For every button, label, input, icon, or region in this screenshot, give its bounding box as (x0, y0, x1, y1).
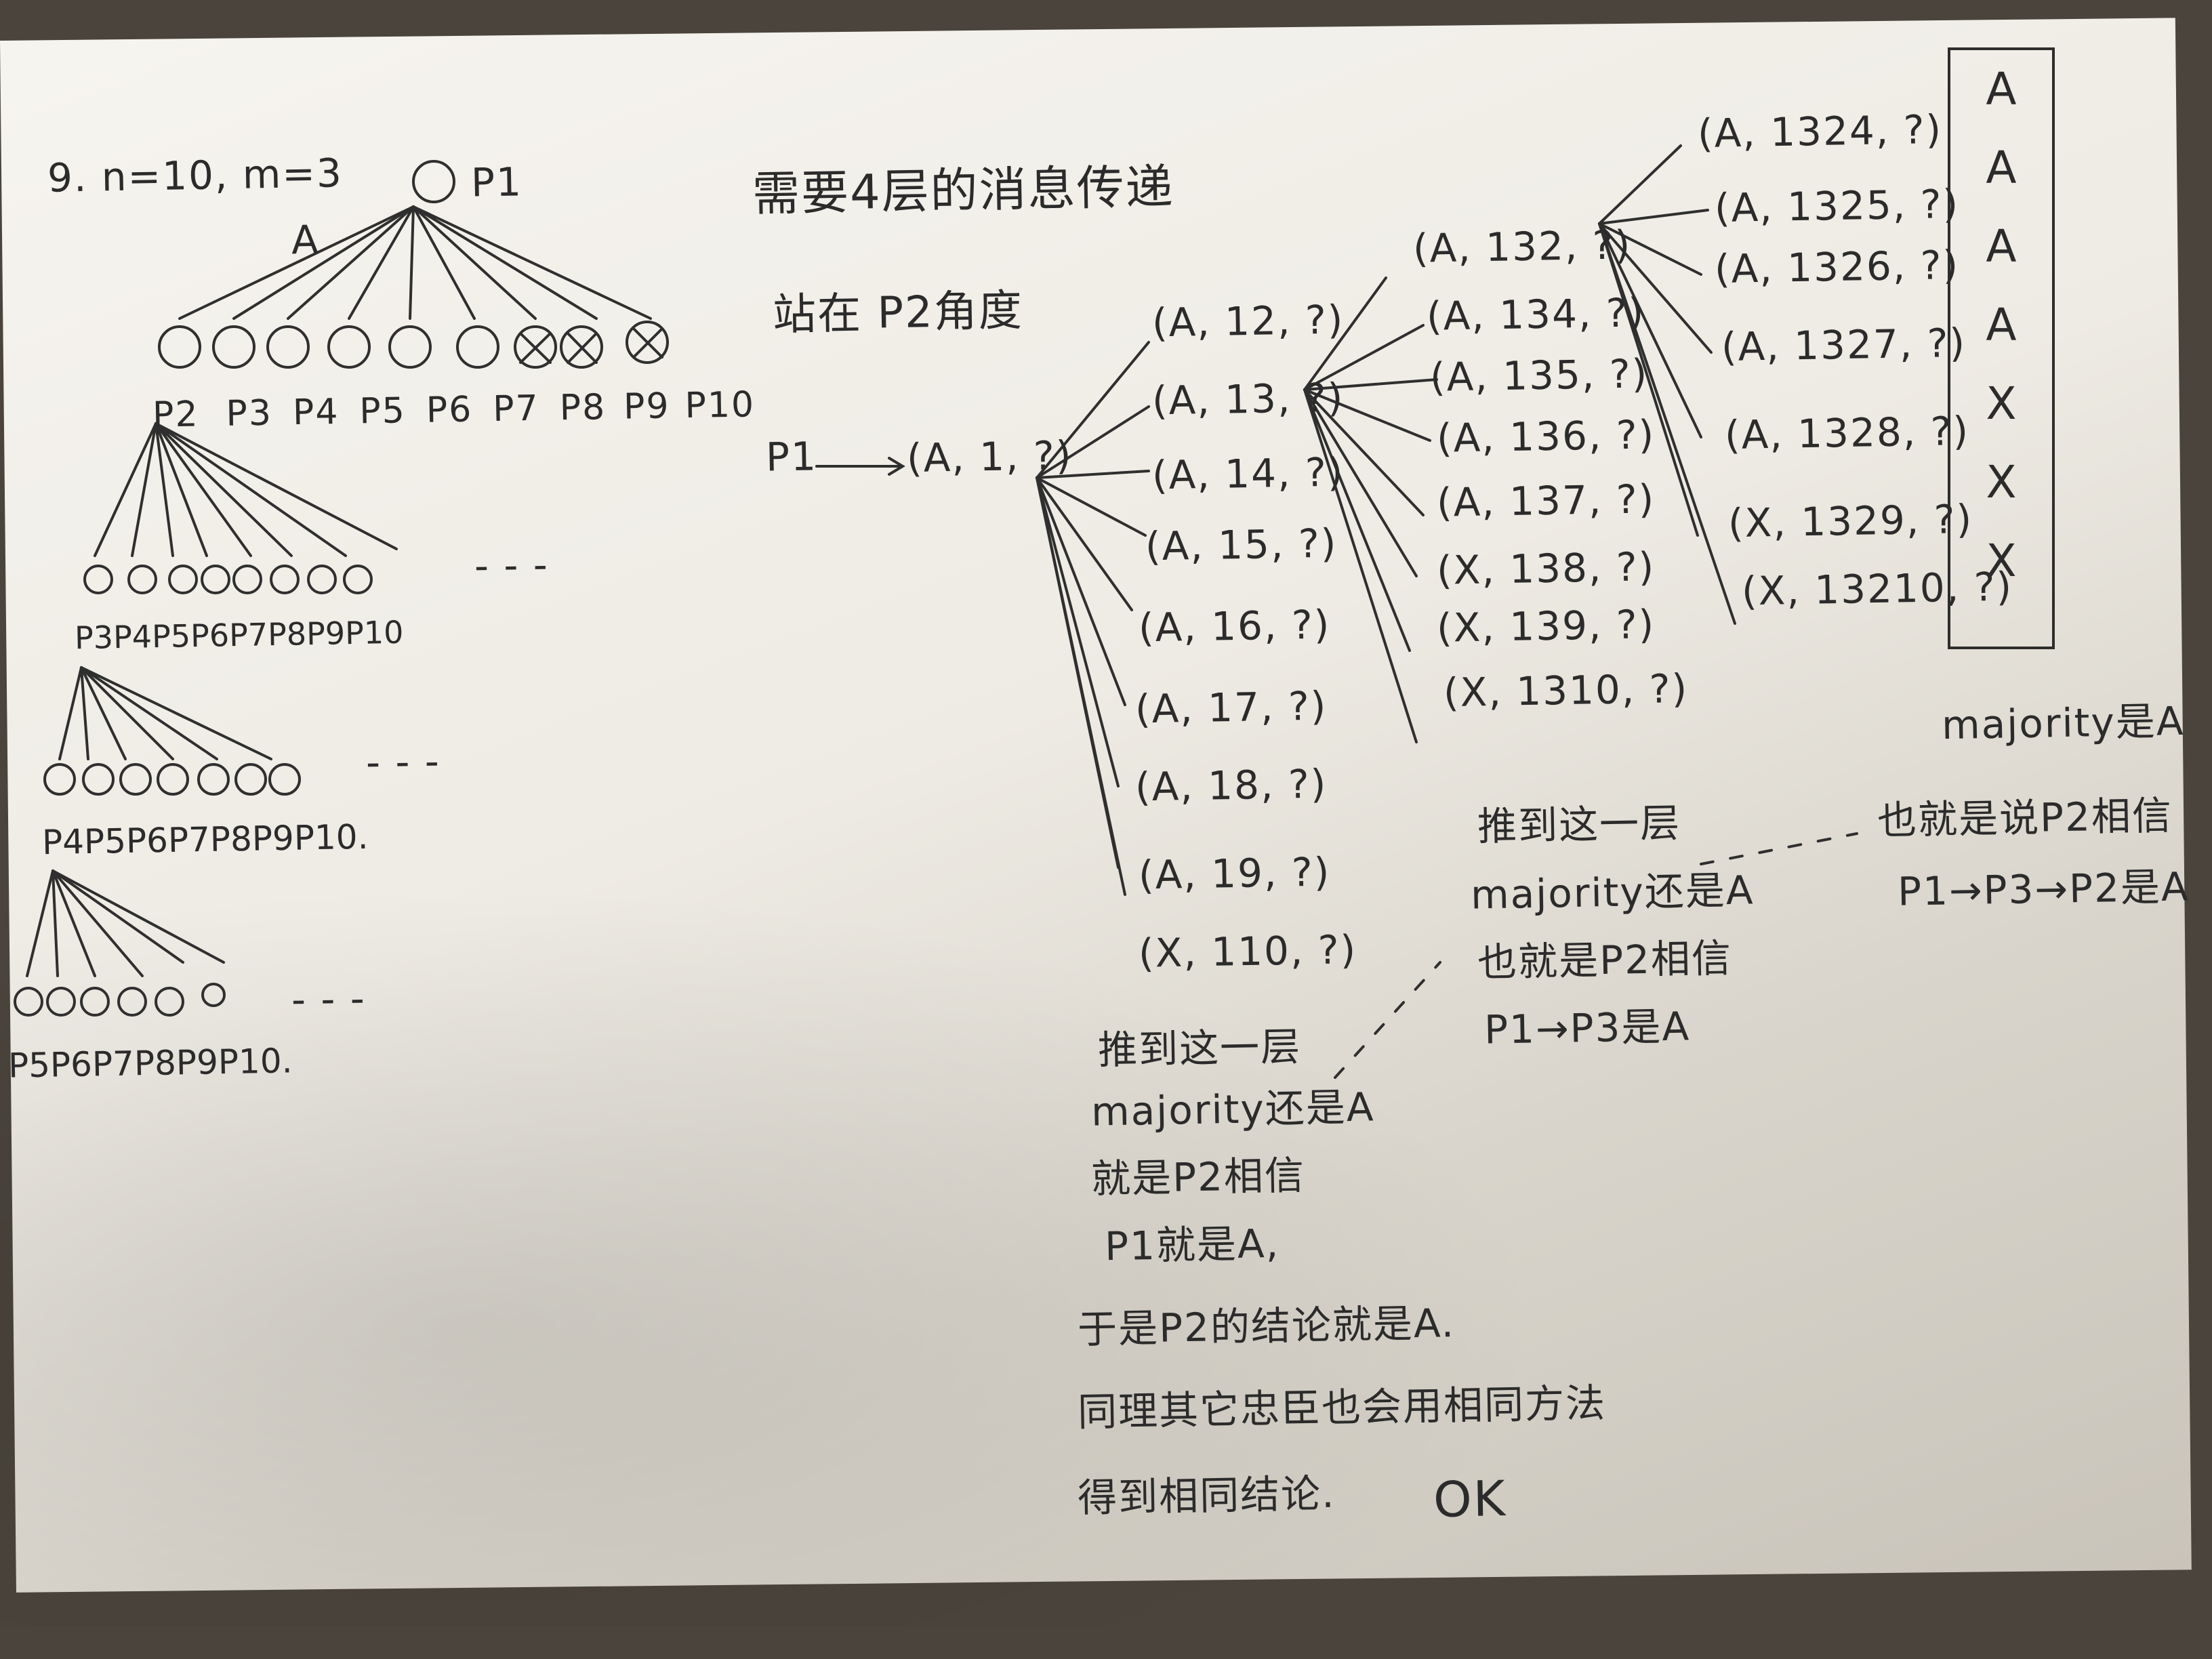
vote-column: A A A A X X X (1948, 47, 2055, 649)
message-b: (A, 137, ?) (1436, 476, 1656, 526)
node-label: P4 (112, 618, 152, 656)
note-line: 推到这一层 (1097, 1023, 1302, 1073)
message-a: (A, 15, ?) (1145, 520, 1338, 570)
message-b: (A, 135, ?) (1429, 350, 1649, 401)
note-line: P1就是A, (1104, 1220, 1280, 1270)
node-label: P3 (74, 619, 114, 657)
shadow (0, 881, 1559, 1626)
source-label: P1 (765, 433, 818, 480)
note-line: 得到相同结论. (1077, 1470, 1336, 1521)
note-line: majority还是A (1090, 1084, 1375, 1135)
level2-nodes (83, 565, 373, 594)
message-a: (A, 19, ?) (1138, 848, 1331, 899)
node-label: P8 (134, 1043, 177, 1084)
node-label: P4 (41, 822, 85, 863)
root-label: P1 (470, 159, 523, 206)
vote-value: X (1986, 456, 2017, 508)
node-label: P6 (426, 389, 473, 431)
node-label: P7 (167, 819, 211, 860)
node-label: P8 (267, 615, 307, 653)
note-line: 也就是P2相信 (1477, 935, 1733, 986)
node-label: P10. (218, 1041, 293, 1082)
vote-value: A (1986, 220, 2017, 272)
level3-nodes (43, 763, 301, 796)
vote-value: X (1986, 377, 2017, 430)
note-line: P1→P3→P2是A (1897, 863, 2190, 915)
message-a: (A, 16, ?) (1138, 601, 1331, 651)
node-label: P4 (292, 391, 340, 434)
node-label: P10 (684, 384, 756, 427)
node-label: P9 (176, 1042, 219, 1083)
note-line: 于是P2的结论就是A. (1077, 1300, 1456, 1353)
root-node (412, 160, 455, 203)
edge-label: A (291, 216, 321, 264)
message-c: (A, 1326, ?) (1714, 241, 1960, 293)
message-b: (A, 132, ?) (1412, 222, 1632, 272)
page-title: 需要4层的消息传递 (752, 159, 1175, 222)
node-label: P5 (151, 617, 191, 655)
root-message: (A, 1, ?) (906, 432, 1073, 482)
node-label: P9 (306, 615, 346, 653)
node-label: P8 (559, 387, 607, 429)
tree-level2-labels: P3P4P5P6P7P8P9P10 (75, 614, 404, 656)
node-label: P2 (152, 394, 200, 436)
note-line: majority还是A (1470, 867, 1755, 918)
message-a: (X, 110, ?) (1138, 926, 1357, 977)
node-label: P5 (83, 821, 127, 862)
node-label: P10 (344, 613, 404, 652)
message-b: (X, 139, ?) (1436, 601, 1656, 651)
vote-value: X (1986, 535, 2017, 587)
message-b: (X, 138, ?) (1436, 544, 1656, 594)
ellipsis: - - - (291, 975, 367, 1023)
node-label: P7 (492, 388, 540, 430)
viewpoint-note: 站在 P2角度 (772, 285, 1024, 341)
vote-value: A (1986, 63, 2017, 115)
message-c: (A, 1327, ?) (1721, 319, 1967, 371)
level1-nodes (158, 321, 669, 369)
node-label: P3 (225, 392, 273, 434)
note-line: 也就是说P2相信 (1877, 792, 2173, 844)
node-label: P10. (293, 817, 369, 858)
tree-level3-labels: P4P5P6P7P8P9P10. (42, 817, 369, 862)
message-b: (A, 136, ?) (1436, 411, 1656, 462)
message-c: (A, 1328, ?) (1724, 407, 1970, 459)
node-label: P5 (7, 1045, 51, 1086)
node-label: P6 (49, 1044, 93, 1085)
message-a: (A, 14, ?) (1151, 449, 1345, 499)
level4-nodes (14, 983, 226, 1017)
message-a: (A, 13, ?) (1151, 374, 1345, 424)
ellipsis: - - - (365, 738, 441, 785)
message-b: (X, 1310, ?) (1443, 665, 1689, 716)
vote-value: A (1986, 299, 2017, 351)
note-line: majority是A (1941, 697, 2185, 749)
vote-value: A (1986, 142, 2017, 194)
note-line: 推到这一层 (1477, 800, 1681, 850)
problem-label: 9. n=10, m=3 (47, 150, 344, 201)
node-label: P6 (125, 820, 169, 861)
node-label: P8 (209, 819, 253, 859)
message-a: (A, 12, ?) (1151, 296, 1345, 346)
message-a: (A, 18, ?) (1134, 760, 1328, 811)
node-label: P7 (91, 1044, 135, 1084)
message-a: (A, 17, ?) (1134, 682, 1328, 733)
ellipsis: - - - (474, 541, 550, 589)
note-line: P1→P3是A (1483, 1003, 1691, 1053)
message-c: (A, 1324, ?) (1697, 106, 1943, 157)
message-c: (X, 1329, ?) (1727, 495, 1973, 547)
ok-mark: OK (1433, 1470, 1507, 1528)
tree-level4-labels: P5P6P7P8P9P10. (8, 1041, 293, 1085)
node-label: P7 (228, 616, 268, 654)
node-label: P9 (251, 818, 295, 859)
message-b: (A, 134, ?) (1426, 289, 1645, 340)
node-label: P9 (623, 386, 671, 428)
note-line: 同理其它忠臣也会用相同方法 (1077, 1380, 1607, 1435)
node-label: P6 (190, 617, 230, 655)
node-label: P5 (359, 390, 407, 432)
note-line: 就是P2相信 (1090, 1152, 1306, 1202)
message-c: (A, 1325, ?) (1714, 180, 1960, 232)
